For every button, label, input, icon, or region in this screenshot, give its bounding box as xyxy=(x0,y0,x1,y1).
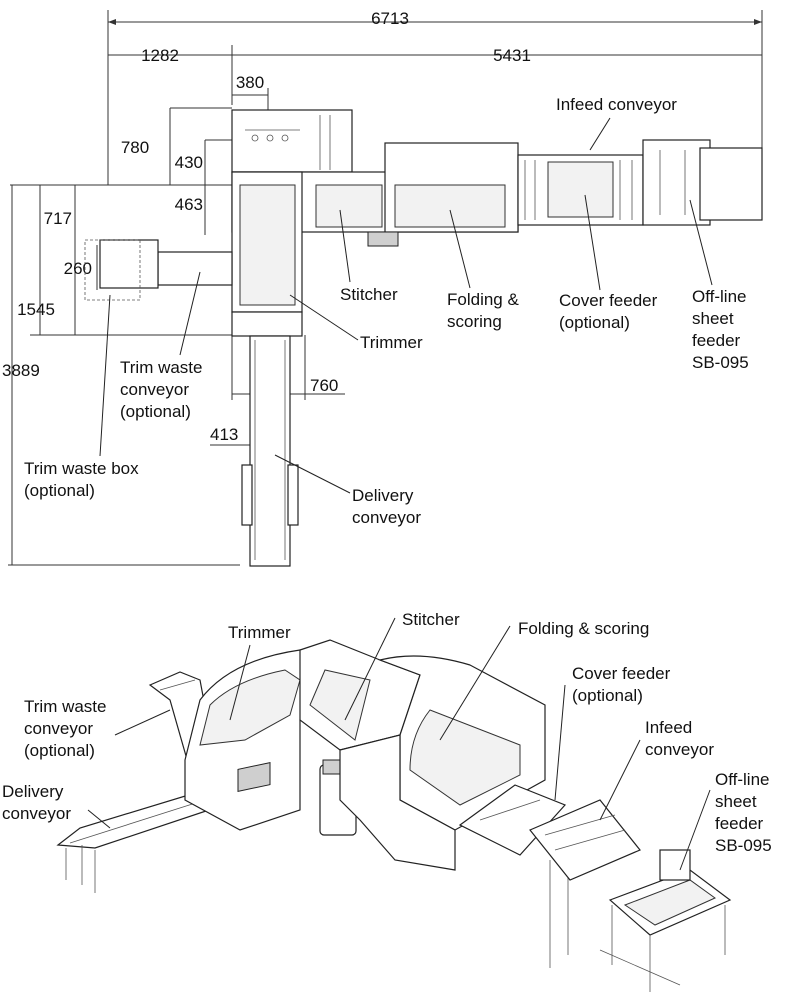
iso-label-trimmer: Trimmer xyxy=(228,623,291,642)
label-offline-2: sheet xyxy=(692,309,734,328)
plan-machine xyxy=(84,109,763,567)
dim-463: 463 xyxy=(175,195,203,214)
label-trimmer: Trimmer xyxy=(360,333,423,352)
dim-717: 717 xyxy=(44,209,72,228)
plan-view: 6713 1282 5431 380 780 430 463 717 xyxy=(2,9,763,567)
dim-3889: 3889 xyxy=(2,361,40,380)
dim-6713: 6713 xyxy=(371,9,409,28)
dim-413: 413 xyxy=(210,425,238,444)
iso-label-trimwaste-2: conveyor xyxy=(24,719,93,738)
dim-5431: 5431 xyxy=(493,46,531,65)
iso-machine xyxy=(56,639,732,992)
label-cover-feeder-2: (optional) xyxy=(559,313,630,332)
iso-label-trimwaste-3: (optional) xyxy=(24,741,95,760)
label-offline-1: Off-line xyxy=(692,287,747,306)
label-delivery-1: Delivery xyxy=(352,486,414,505)
dim-left-right: 1282 5431 xyxy=(108,45,762,105)
iso-labels: Trimmer Stitcher Folding & scoring Cover… xyxy=(2,610,772,871)
plan-labels: Infeed conveyor Stitcher Folding & scori… xyxy=(24,95,749,527)
iso-label-delivery-2: conveyor xyxy=(2,804,71,823)
dim-1545: 1545 xyxy=(17,300,55,319)
label-trimwaste-2: conveyor xyxy=(120,380,189,399)
label-stitcher: Stitcher xyxy=(340,285,398,304)
label-trimwaste-3: (optional) xyxy=(120,402,191,421)
iso-label-infeed-1: Infeed xyxy=(645,718,692,737)
iso-view: Trimmer Stitcher Folding & scoring Cover… xyxy=(2,610,772,992)
label-offline-3: feeder xyxy=(692,331,741,350)
iso-label-infeed-2: conveyor xyxy=(645,740,714,759)
iso-label-cover-2: (optional) xyxy=(572,686,643,705)
dim-380: 380 xyxy=(236,73,264,92)
label-cover-feeder-1: Cover feeder xyxy=(559,291,658,310)
label-wastebox-2: (optional) xyxy=(24,481,95,500)
label-delivery-2: conveyor xyxy=(352,508,421,527)
iso-label-folding: Folding & scoring xyxy=(518,619,649,638)
dim-verticals: 780 430 463 717 1545 260 3889 xyxy=(2,107,240,566)
iso-label-stitcher: Stitcher xyxy=(402,610,460,629)
dim-780: 780 xyxy=(121,138,149,157)
dim-total-width: 6713 xyxy=(107,9,763,185)
label-folding-1: Folding & xyxy=(447,290,519,309)
dim-head-width: 380 xyxy=(232,73,269,110)
label-folding-2: scoring xyxy=(447,312,502,331)
label-trimwaste-1: Trim waste xyxy=(120,358,203,377)
iso-label-offline-1: Off-line xyxy=(715,770,770,789)
iso-label-offline-4: SB-095 xyxy=(715,836,772,855)
label-infeed-conveyor: Infeed conveyor xyxy=(556,95,677,114)
iso-label-delivery-1: Delivery xyxy=(2,782,64,801)
iso-label-trimwaste-1: Trim waste xyxy=(24,697,107,716)
dim-1282: 1282 xyxy=(141,46,179,65)
dim-430: 430 xyxy=(175,153,203,172)
label-offline-4: SB-095 xyxy=(692,353,749,372)
iso-label-cover-1: Cover feeder xyxy=(572,664,671,683)
dim-260: 260 xyxy=(64,259,92,278)
label-wastebox-1: Trim waste box xyxy=(24,459,139,478)
iso-label-offline-3: feeder xyxy=(715,814,764,833)
iso-label-offline-2: sheet xyxy=(715,792,757,811)
dim-760: 760 xyxy=(310,376,338,395)
